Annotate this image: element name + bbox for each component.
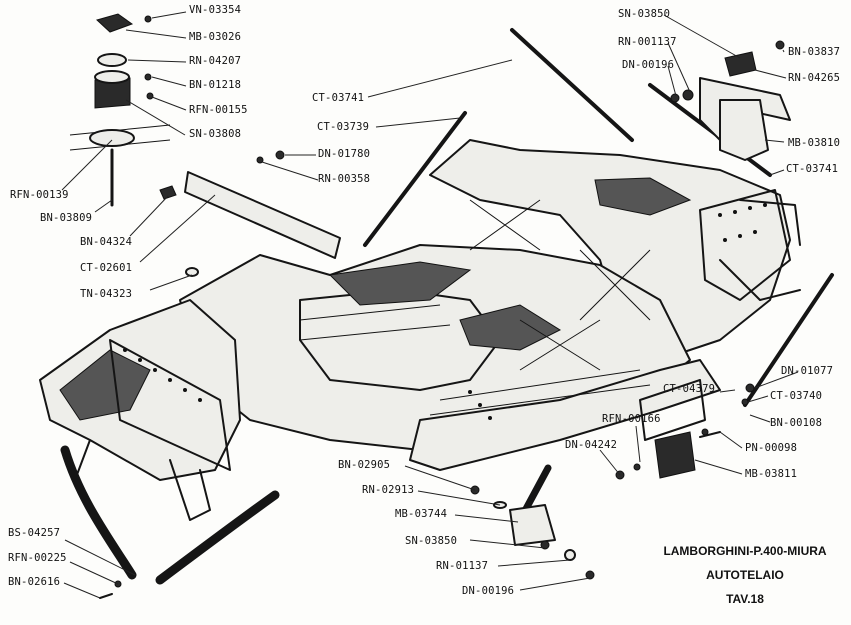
callout-sn-03850-bottom: SN-03850	[405, 535, 458, 547]
callout-mb-03810: MB-03810	[788, 137, 841, 149]
callout-bn-04324: BN-04324	[80, 236, 133, 248]
callout-dn-00196-bottom: DN-00196	[462, 585, 515, 597]
callout-rfn-00155: RFN-00155	[189, 104, 248, 116]
callout-bs-04257: BS-04257	[8, 527, 61, 539]
callout-sn-03808: SN-03808	[189, 128, 242, 140]
callout-rn-00358: RN-00358	[318, 173, 371, 185]
callout-bn-01218: BN-01218	[189, 79, 242, 91]
loose-parts	[159, 150, 709, 436]
callout-bn-02616: BN-02616	[8, 576, 61, 588]
callout-pn-00098: PN-00098	[745, 442, 798, 454]
mount-stack-left	[69, 13, 171, 207]
chassis-frame	[39, 139, 801, 521]
callout-bn-03809: BN-03809	[40, 212, 93, 224]
title-model: LAMBORGHINI-P.400-MIURA	[663, 544, 827, 558]
callout-vn-03354: VN-03354	[189, 4, 242, 16]
title-plate: TAV.18	[726, 592, 764, 606]
callout-rn-04265: RN-04265	[788, 72, 841, 84]
callout-bn-03837: BN-03837	[788, 46, 841, 58]
title-section: AUTOTELAIO	[706, 568, 784, 582]
mount-assembly-right	[670, 40, 791, 161]
callout-ct-02601: CT-02601	[80, 262, 133, 274]
callout-rn-02913: RN-02913	[362, 484, 415, 496]
mount-right-lower	[615, 383, 755, 480]
callout-rn-04207: RN-04207	[189, 55, 242, 67]
callout-ct-03741-right: CT-03741	[786, 163, 839, 175]
tie-rods	[363, 28, 834, 407]
callout-rfn-00166: RFN-00166	[602, 413, 661, 425]
callout-ct-03739: CT-03739	[317, 121, 370, 133]
callout-rfn-00139: RFN-00139	[10, 189, 69, 201]
callout-bn-02905: BN-02905	[338, 459, 391, 471]
callout-dn-01077: DN-01077	[781, 365, 834, 377]
callout-mb-03811: MB-03811	[745, 468, 798, 480]
callout-dn-01780: DN-01780	[318, 148, 371, 160]
callout-mb-03026: MB-03026	[189, 31, 242, 43]
leader-lines	[61, 11, 799, 599]
front-strut	[470, 464, 595, 580]
lower-braces-left	[60, 445, 280, 599]
callout-ct-03741-top: CT-03741	[312, 92, 365, 104]
callout-tn-04323: TN-04323	[80, 288, 133, 300]
callout-dn-04242: DN-04242	[565, 439, 618, 451]
callout-ct-04379: CT-04379	[663, 383, 716, 395]
callout-mb-03744: MB-03744	[395, 508, 448, 520]
callout-ct-03740: CT-03740	[770, 390, 823, 402]
callout-rn-001137: RN-001137	[618, 36, 677, 48]
callout-sn-03850-top: SN-03850	[618, 8, 671, 20]
callout-rn-01137: RN-01137	[436, 560, 489, 572]
cross-member-ct-02601	[184, 171, 341, 259]
callout-dn-00196-top: DN-00196	[622, 59, 675, 71]
callout-rfn-00225: RFN-00225	[8, 552, 67, 564]
callout-bn-00108: BN-00108	[770, 417, 823, 429]
